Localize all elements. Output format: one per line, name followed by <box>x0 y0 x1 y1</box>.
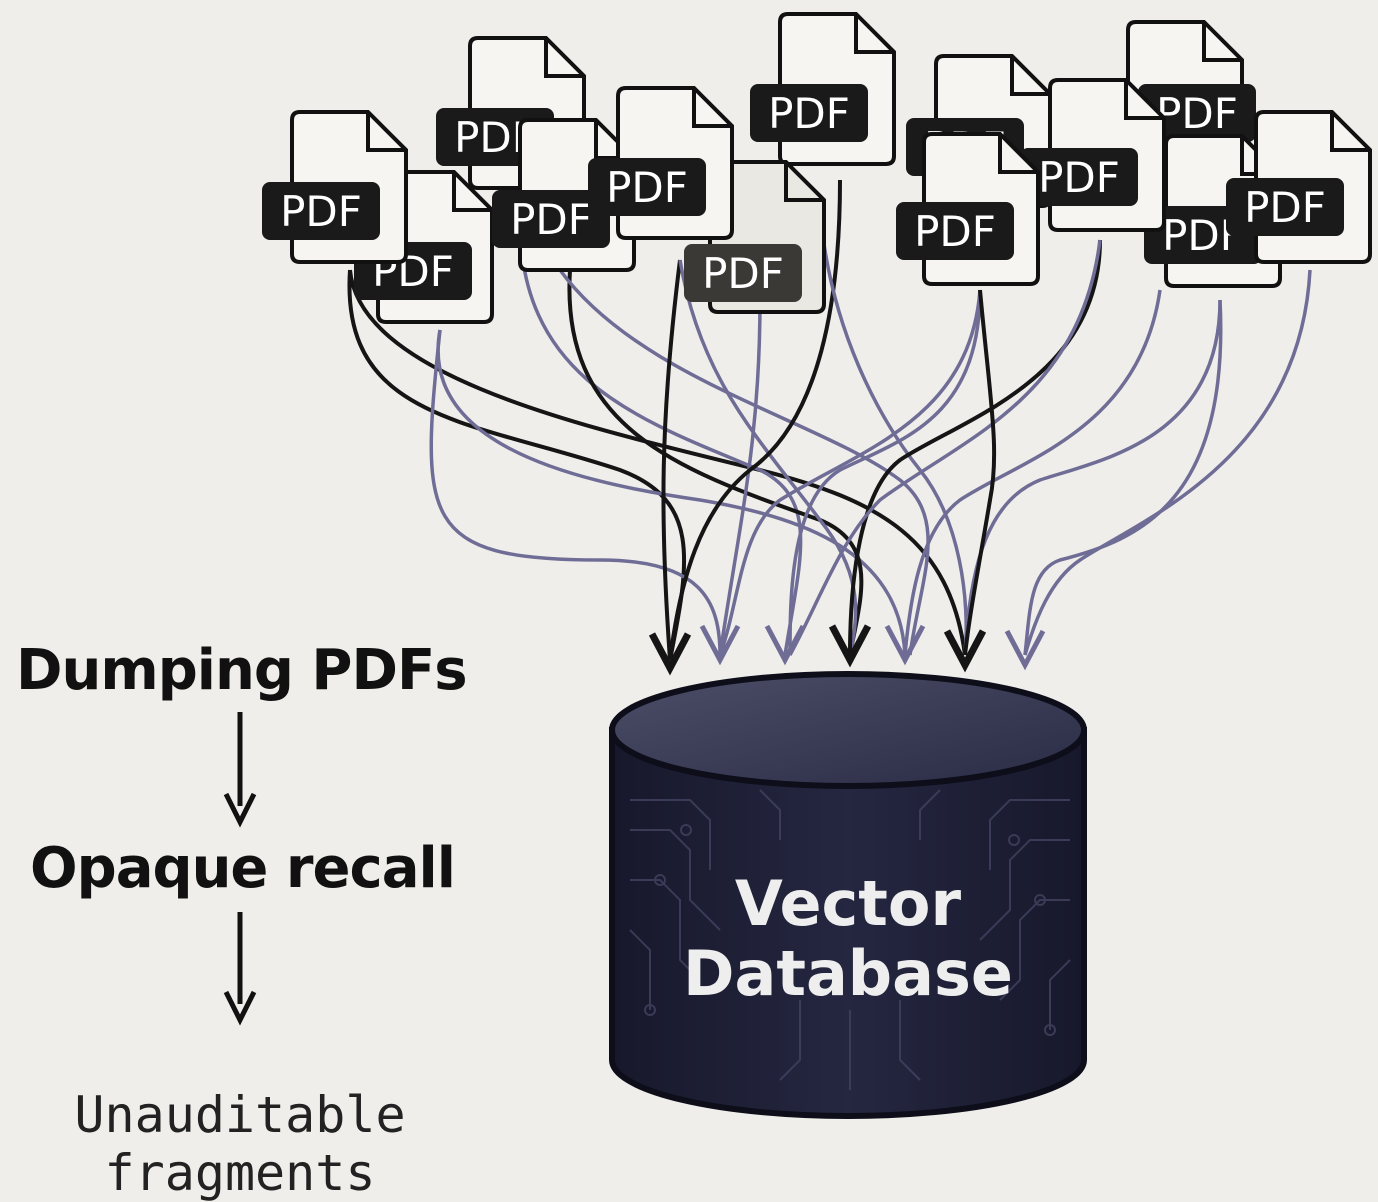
light-connection-arrow <box>718 289 982 656</box>
pdf-file-icon: PDF <box>684 160 826 314</box>
arrowhead <box>648 632 692 676</box>
arrowhead <box>1004 629 1046 671</box>
pdf-badge <box>896 202 1014 260</box>
arrowhead <box>764 624 806 666</box>
pdf-badge <box>750 84 868 142</box>
pdf-badge-label: PDF <box>1244 183 1326 232</box>
light-connection-arrow <box>718 299 762 656</box>
pdf-badge-label: PDF <box>768 89 850 138</box>
light-connection-arrow <box>903 289 1162 656</box>
pdf-file-icon: PDF <box>262 110 408 264</box>
dark-connection-arrow <box>567 269 864 656</box>
pdf-documents: PDFPDFPDFPDFPDFPDFPDFPDFPDFPDFPDFPDFPDF <box>262 12 1372 324</box>
pdf-badge-label: PDF <box>702 249 784 298</box>
pdf-badge <box>492 190 610 248</box>
pdf-badge-label: PDF <box>280 187 362 236</box>
database-label-line2: Database <box>683 937 1013 1010</box>
pdf-file-icon: PDF <box>1020 78 1166 232</box>
pdf-badge-label: PDF <box>510 195 592 244</box>
database-label-line1: Vector <box>735 867 962 940</box>
light-connection-arrow <box>518 219 803 656</box>
pdf-badge-label: PDF <box>606 163 688 212</box>
arrowhead <box>699 624 741 666</box>
flow-step-3-line2: fragments <box>104 1144 376 1202</box>
pdf-badge <box>1226 178 1344 236</box>
dark-connection-arrow <box>661 259 682 661</box>
connection-curves <box>347 179 1312 676</box>
pdf-badge <box>684 244 802 302</box>
pdf-file-icon: PDF <box>1226 110 1372 264</box>
light-connection-arrow <box>1023 299 1223 656</box>
pdf-file-icon: PDF <box>588 86 734 240</box>
flow-step-dumping-pdfs: Dumping PDFs <box>16 638 468 703</box>
light-connection-arrow <box>788 289 982 656</box>
arrowhead <box>943 629 987 673</box>
dark-connection-arrow <box>347 269 687 661</box>
pdf-badge-label: PDF <box>1038 153 1120 202</box>
pdf-badge-label: PDF <box>914 207 996 256</box>
pdf-badge <box>1020 148 1138 206</box>
flow-step-unauditable-fragments: Unauditable fragments <box>20 1086 460 1202</box>
light-connection-arrow <box>678 259 858 656</box>
pdf-file-icon: PDF <box>896 132 1040 286</box>
pdf-file-icon: PDF <box>492 118 636 272</box>
flow-arrow-1-head <box>223 792 257 828</box>
database-body <box>609 727 1087 1119</box>
light-connection-arrow <box>818 209 968 656</box>
light-connection-arrow <box>429 329 722 656</box>
dark-connection-arrow <box>963 289 997 656</box>
flow-step-3-line1: Unauditable <box>74 1086 406 1144</box>
pdf-badge <box>588 158 706 216</box>
vector-database: Vector Database <box>609 671 1087 1119</box>
dark-connection-arrow <box>668 179 842 661</box>
pdf-ingestion-diagram: PDFPDFPDFPDFPDFPDFPDFPDFPDFPDFPDFPDFPDF … <box>223 12 1372 1119</box>
pdf-badge <box>1138 84 1256 142</box>
light-connection-arrow <box>788 239 1102 656</box>
pdf-badge <box>262 182 380 240</box>
arrowhead <box>828 624 872 668</box>
database-top <box>609 671 1087 789</box>
pdf-badge-label: PDF <box>1156 89 1238 138</box>
light-connection-arrow <box>558 268 930 656</box>
light-connection-arrow <box>436 329 907 656</box>
flow-arrows <box>223 712 257 1026</box>
light-connection-arrow <box>1023 269 1312 656</box>
flow-arrow-2-head <box>223 990 257 1026</box>
flow-step-opaque-recall: Opaque recall <box>30 836 456 901</box>
circuit-pattern <box>629 789 1071 1090</box>
pdf-file-icon: PDF <box>750 12 896 166</box>
arrowhead <box>884 624 926 666</box>
